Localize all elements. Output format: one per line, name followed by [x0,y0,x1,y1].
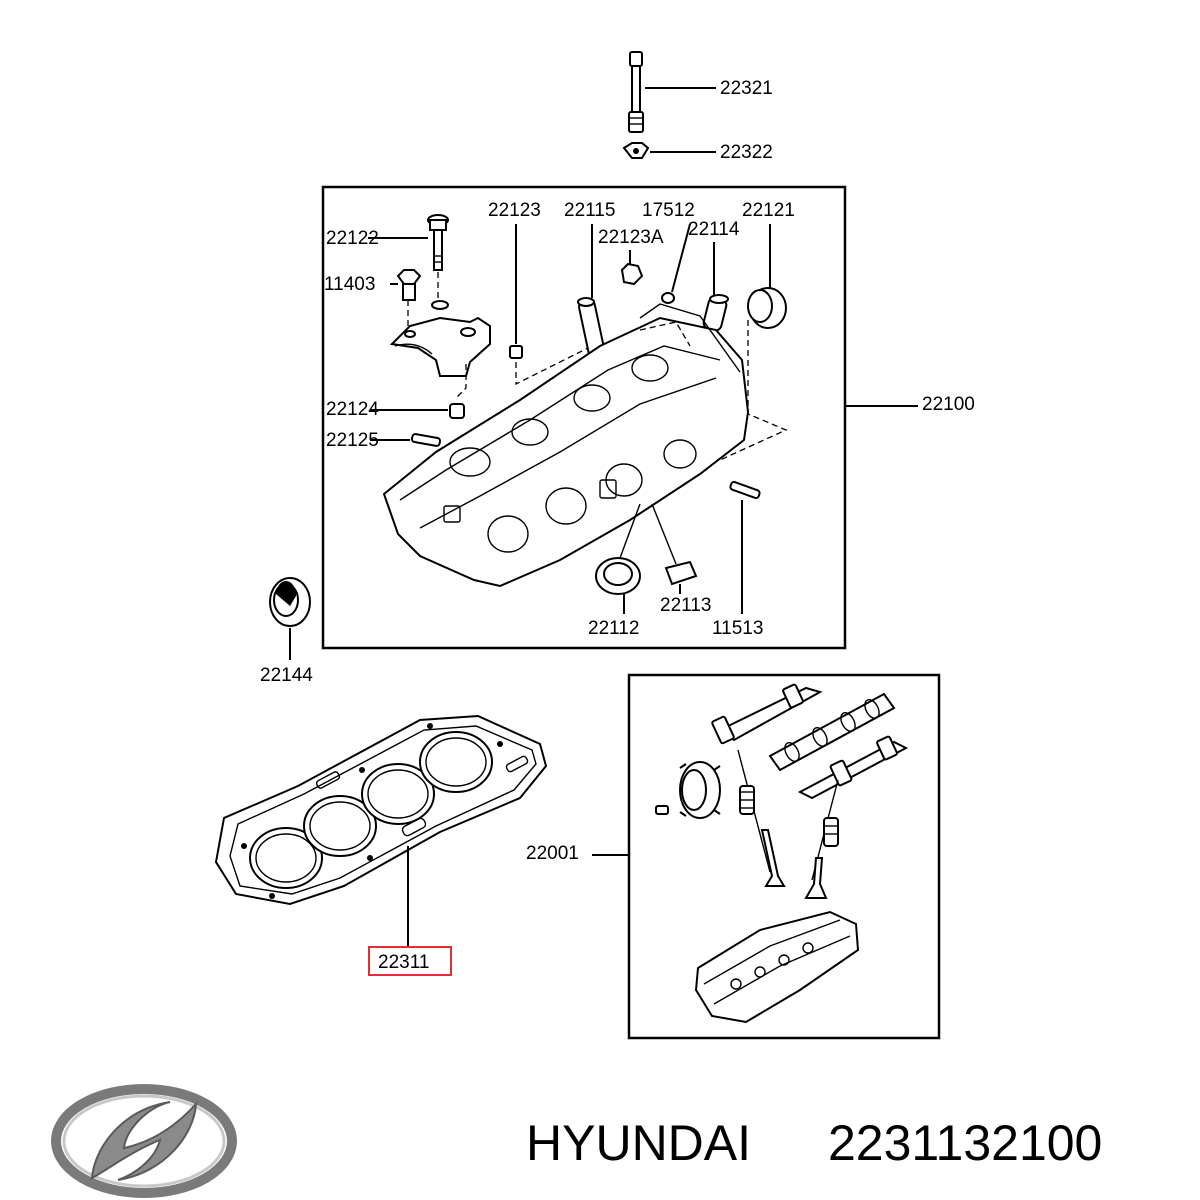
label-11403[interactable]: 11403 [324,274,375,295]
label-22114[interactable]: 22114 [688,219,740,240]
label-22122[interactable]: 22122 [326,228,379,249]
label-22115[interactable]: 22115 [564,200,615,221]
highlight-22311 [368,946,452,976]
part-seal-22144[interactable] [269,577,311,627]
part-dowel-22124[interactable] [449,403,465,419]
label-22125[interactable]: 22125 [326,430,379,451]
dash-head-guide [515,320,788,461]
part-ring-22112[interactable] [595,557,641,595]
label-22311[interactable]: 22311 [378,952,429,973]
hyundai-logo [51,1084,237,1198]
cylinder-head-assembly-frame [321,185,847,650]
part-bolt-22321[interactable] [628,51,644,133]
label-22112[interactable]: 22112 [588,618,639,639]
label-22144[interactable]: 22144 [260,665,313,686]
leader-22113-upper [651,503,677,565]
label-22123A[interactable]: 22123A [598,227,664,248]
part-band-22113[interactable] [664,560,698,586]
label-22124[interactable]: 22124 [326,399,379,420]
part-plug-22123[interactable] [509,345,523,359]
part-cylinder-head-22100[interactable] [382,303,750,588]
label-22123[interactable]: 22123 [488,200,541,221]
label-22100[interactable]: 22100 [922,394,975,415]
part-number: 2231132100 [828,1115,1102,1171]
brand-name: HYUNDAI [526,1115,751,1171]
label-17512[interactable]: 17512 [642,200,695,221]
label-22121[interactable]: 22121 [742,200,795,221]
cylinder-head-subassembly-frame [627,673,941,1040]
part-head-gasket-22311[interactable] [214,714,548,906]
part-clip-17512[interactable] [661,292,675,304]
part-bracket[interactable] [389,300,491,377]
part-bolt-11403[interactable] [396,269,422,301]
part-bolt-22122[interactable] [427,214,449,271]
part-washer-22322[interactable] [622,142,650,159]
label-22321[interactable]: 22321 [720,78,773,99]
part-stud-11513[interactable] [729,480,761,500]
dash-bracket-guide [407,272,467,399]
label-11513[interactable]: 11513 [712,618,763,639]
leader-17512 [671,223,691,293]
part-cap-22123A[interactable] [620,262,644,286]
part-subassembly-22001[interactable] [655,683,909,1024]
part-sleeve-22114[interactable] [702,294,729,332]
part-stud-22125[interactable] [410,433,442,447]
label-22322[interactable]: 22322 [720,142,773,163]
label-22001[interactable]: 22001 [526,843,579,864]
leader-22112-upper [619,503,641,559]
label-22113[interactable]: 22113 [660,595,711,616]
part-cap-22121[interactable] [747,287,787,329]
